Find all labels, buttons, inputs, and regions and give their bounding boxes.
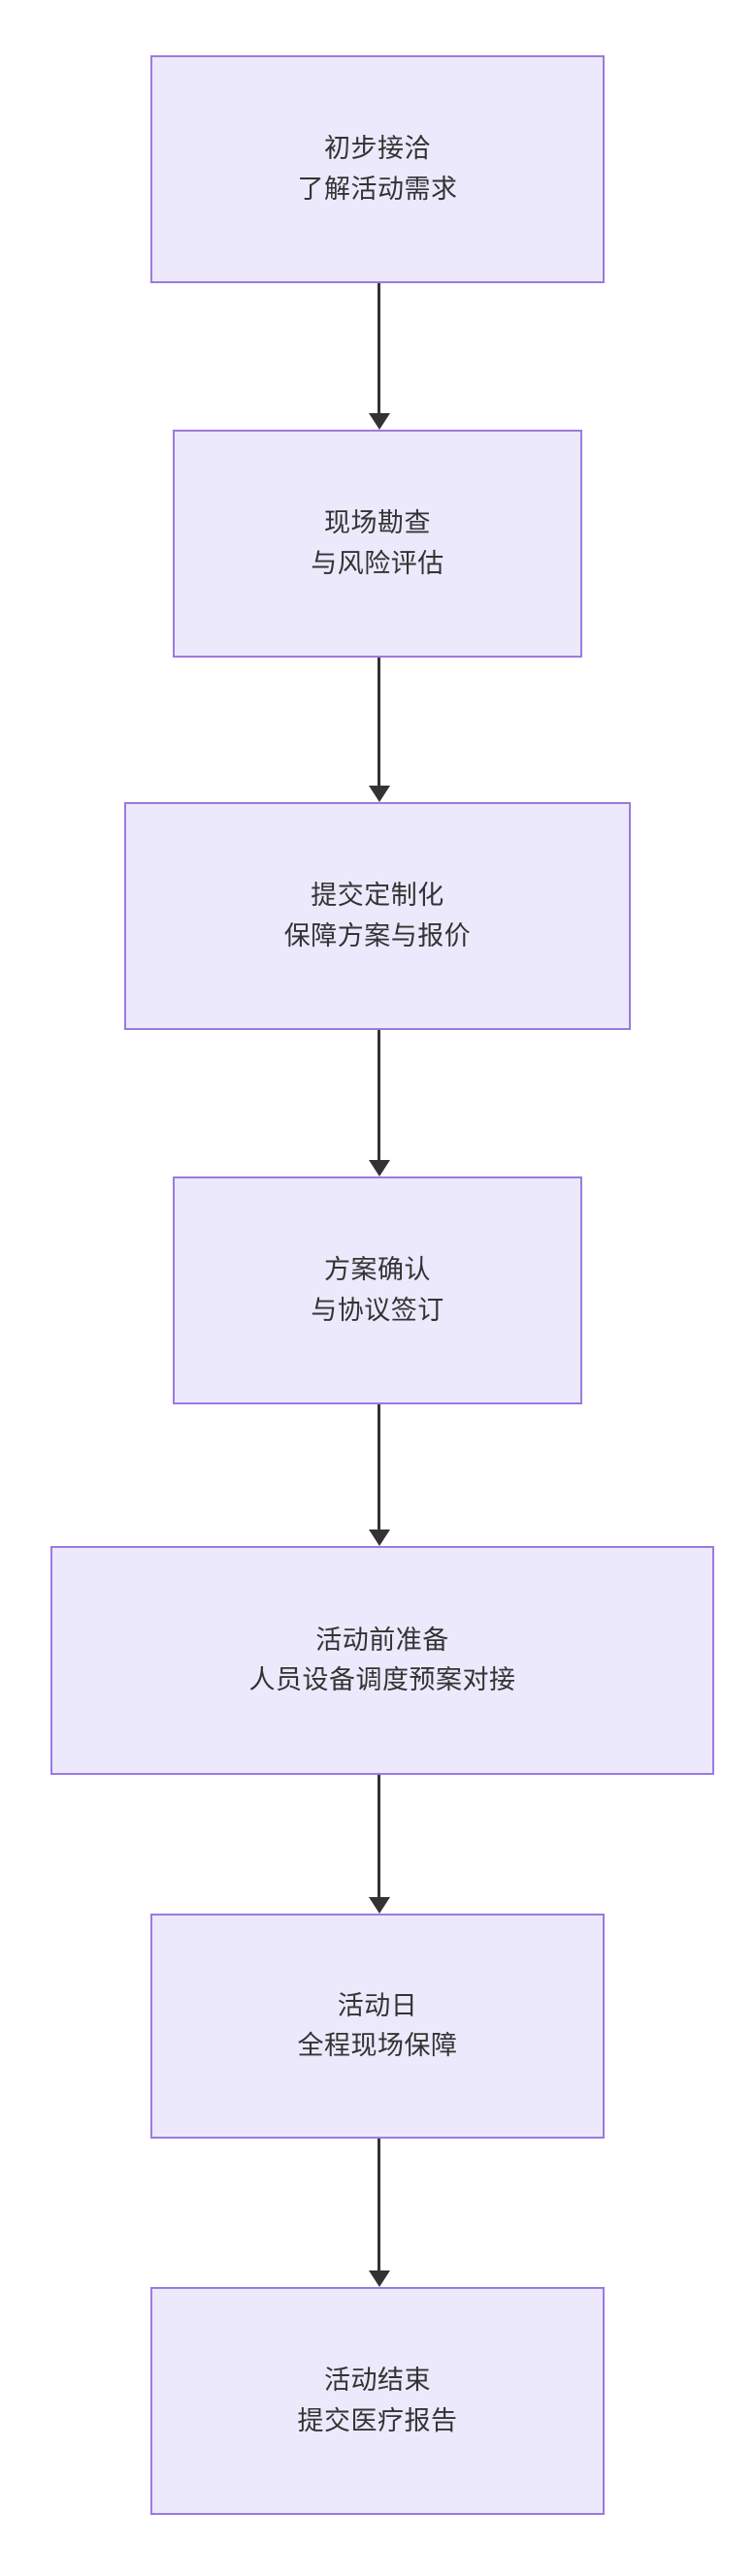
node-label-line-2: 人员设备调度预案对接 xyxy=(248,1665,516,1694)
node-label-line-2: 提交医疗报告 xyxy=(297,2405,458,2435)
edge-line xyxy=(378,1775,380,1897)
edge-line xyxy=(378,1404,380,1530)
node-label-line-2: 与协议签订 xyxy=(311,1295,444,1325)
arrowhead-icon xyxy=(368,1160,390,1176)
flow-node-initial-contact[interactable]: 初步接洽 了解活动需求 xyxy=(150,55,605,283)
edge-line xyxy=(378,1030,380,1160)
node-label-line-2: 了解活动需求 xyxy=(297,174,458,204)
node-label-line-1: 方案确认 xyxy=(324,1255,431,1285)
node-label-line-2: 保障方案与报价 xyxy=(283,920,472,950)
node-label-line-1: 活动前准备 xyxy=(315,1625,449,1655)
arrowhead-icon xyxy=(368,413,390,430)
arrowhead-icon xyxy=(368,1530,390,1546)
flow-node-pre-event-preparation[interactable]: 活动前准备 人员设备调度预案对接 xyxy=(50,1546,714,1775)
node-label-line-1: 提交定制化 xyxy=(311,881,444,911)
flow-node-confirm-contract[interactable]: 方案确认 与协议签订 xyxy=(173,1176,582,1404)
node-label-line-1: 初步接洽 xyxy=(324,134,431,164)
edge-line xyxy=(378,2139,380,2270)
node-label-line-1: 活动结束 xyxy=(324,2366,431,2396)
node-label-line-2: 全程现场保障 xyxy=(297,2031,458,2060)
flow-node-site-survey[interactable]: 现场勘查 与风险评估 xyxy=(173,430,582,658)
arrowhead-icon xyxy=(368,786,390,802)
node-label-line-1: 活动日 xyxy=(337,1990,418,2020)
flow-node-event-day[interactable]: 活动日 全程现场保障 xyxy=(150,1914,605,2139)
node-label-line-2: 与风险评估 xyxy=(311,548,444,578)
flow-node-submit-proposal[interactable]: 提交定制化 保障方案与报价 xyxy=(124,802,631,1030)
edge-line xyxy=(378,283,380,413)
arrowhead-icon xyxy=(368,2270,390,2287)
arrowhead-icon xyxy=(368,1897,390,1914)
flow-node-event-end-report[interactable]: 活动结束 提交医疗报告 xyxy=(150,2287,605,2515)
edge-line xyxy=(378,658,380,786)
node-label-line-1: 现场勘查 xyxy=(324,508,431,538)
